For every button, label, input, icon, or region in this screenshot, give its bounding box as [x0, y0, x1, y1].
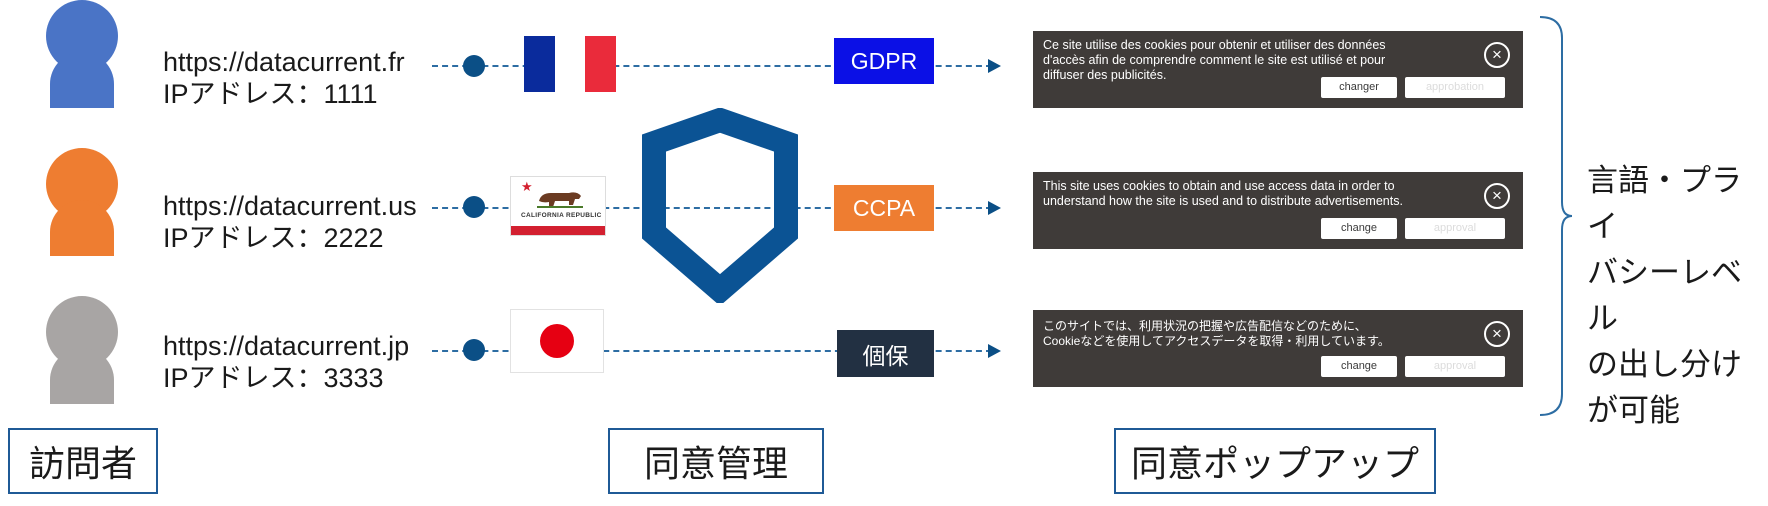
visitor-url: https://datacurrent.jp [163, 331, 410, 361]
visitor-icon-fr [40, 0, 124, 108]
visitor-info-fr: https://datacurrent.fr IPアドレス：1111 [163, 46, 405, 110]
visitor-icon-jp [40, 296, 124, 404]
connector-dot-jp [463, 339, 485, 361]
japan-flag-icon [510, 309, 604, 373]
visitor-ip: IPアドレス：2222 [163, 223, 384, 253]
change-button[interactable]: changer [1321, 77, 1397, 98]
visitor-icon-us [40, 148, 124, 256]
visitor-info-jp: https://datacurrent.jp IPアドレス：3333 [163, 330, 409, 394]
note-line: の出し分け [1587, 347, 1742, 382]
capability-note: 言語・プライ バシーレベル の出し分け が可能 [1587, 158, 1768, 434]
consent-management-label: 同意管理 [608, 428, 824, 494]
change-button[interactable]: change [1321, 356, 1397, 377]
popup-text: このサイトでは、利用状況の把握や広告配信などのために、Cookieなどを使用して… [1043, 319, 1390, 348]
popup-text: Ce site utilise des cookies pour obtenir… [1043, 38, 1386, 82]
arrow-head-jp [988, 344, 1001, 358]
consent-popup-jp: このサイトでは、利用状況の把握や広告配信などのために、Cookieなどを使用して… [1033, 310, 1523, 387]
connector-line-fr [432, 65, 992, 67]
connector-line-us [432, 207, 992, 209]
visitor-url: https://datacurrent.fr [163, 47, 405, 77]
visitor-ip: IPアドレス：1111 [163, 79, 378, 109]
california-flag-icon: ★ CALIFORNIA REPUBLIC [510, 176, 606, 236]
visitor-info-us: https://datacurrent.us IPアドレス：2222 [163, 190, 417, 254]
consent-popup-label: 同意ポップアップ [1114, 428, 1436, 494]
shield-icon [642, 108, 798, 303]
consent-popup-us: This site uses cookies to obtain and use… [1033, 172, 1523, 249]
right-bracket [1539, 16, 1573, 416]
france-flag-icon [524, 36, 617, 92]
visitor-ip: IPアドレス：3333 [163, 363, 384, 393]
california-flag-text: CALIFORNIA REPUBLIC [521, 212, 602, 219]
regulation-badge-gdpr: GDPR [834, 38, 934, 84]
note-line: が可能 [1587, 393, 1680, 428]
regulation-badge-kojin-hogo: 個保 [837, 330, 934, 377]
note-line: バシーレベル [1587, 255, 1742, 336]
connector-dot-fr [463, 55, 485, 77]
close-icon[interactable]: × [1484, 183, 1510, 209]
consent-popup-fr: Ce site utilise des cookies pour obtenir… [1033, 31, 1523, 108]
arrow-head-fr [988, 59, 1001, 73]
visitor-label: 訪問者 [8, 428, 158, 494]
regulation-badge-ccpa: CCPA [834, 185, 934, 231]
connector-dot-us [463, 196, 485, 218]
visitor-url: https://datacurrent.us [163, 191, 417, 221]
note-line: 言語・プライ [1587, 163, 1742, 244]
connector-line-jp [432, 350, 992, 352]
popup-text: This site uses cookies to obtain and use… [1043, 179, 1403, 208]
approve-button[interactable]: approbation [1405, 77, 1505, 98]
close-icon[interactable]: × [1484, 321, 1510, 347]
change-button[interactable]: change [1321, 218, 1397, 239]
approve-button[interactable]: approval [1405, 218, 1505, 239]
close-icon[interactable]: × [1484, 42, 1510, 68]
arrow-head-us [988, 201, 1001, 215]
approve-button[interactable]: approval [1405, 356, 1505, 377]
